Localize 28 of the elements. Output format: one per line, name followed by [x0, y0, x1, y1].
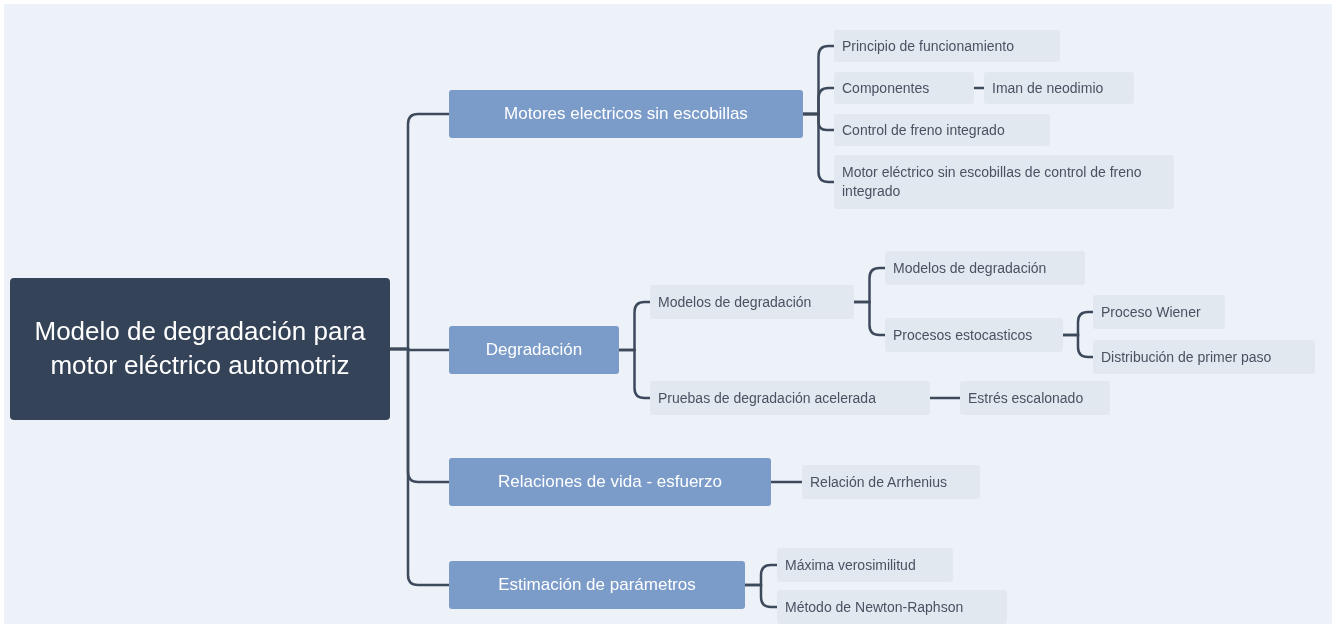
subtopic: Iman de neodimio — [984, 72, 1134, 104]
root-topic: Modelo de degradación para motor eléctrico automotriz — [10, 278, 390, 420]
subtopic: Motor eléctrico sin escobillas de control de freno integrado — [834, 155, 1174, 209]
subtopic: Proceso Wiener — [1093, 295, 1225, 329]
subtopic: Principio de funcionamiento — [834, 30, 1060, 62]
connector-line — [390, 347, 449, 587]
main-topic: Motores electricos sin escobillas — [449, 90, 803, 138]
subtopic: Modelos de degradación — [650, 285, 854, 319]
connector-line — [930, 396, 960, 400]
main-topic: Relaciones de vida - esfuerzo — [449, 458, 771, 506]
main-topic: Degradación — [449, 326, 619, 374]
subtopic: Distribución de primer paso — [1093, 340, 1315, 374]
subtopic: Método de Newton-Raphson — [777, 590, 1007, 624]
subtopic: Máxima verosimilitud — [777, 548, 953, 582]
connector-line — [803, 112, 834, 184]
subtopic: Control de freno integrado — [834, 114, 1050, 146]
subtopic: Estrés escalonado — [960, 381, 1110, 415]
main-topic: Estimación de parámetros — [449, 561, 745, 609]
connector-line — [619, 348, 650, 400]
subtopic: Procesos estocasticos — [885, 318, 1063, 352]
subtopic: Componentes — [834, 72, 974, 104]
connector-line — [1063, 333, 1093, 359]
subtopic: Modelos de degradación — [885, 251, 1085, 285]
subtopic: Relación de Arrhenius — [802, 465, 980, 499]
connector-line — [854, 300, 885, 337]
connector-line — [771, 480, 802, 484]
subtopic: Pruebas de degradación acelerada — [650, 381, 930, 415]
connector-line — [745, 583, 777, 609]
